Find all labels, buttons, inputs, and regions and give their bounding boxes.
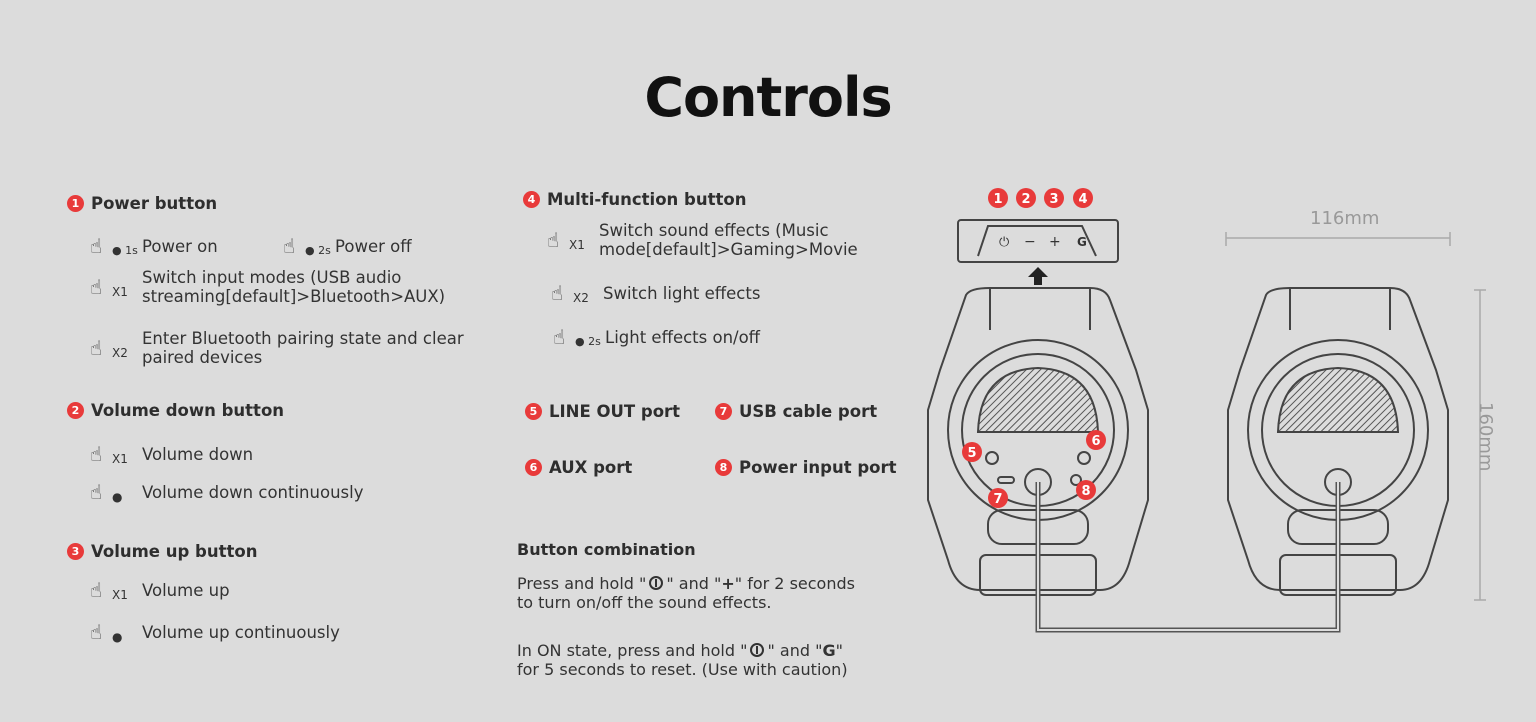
press-count: X1 [112,284,128,299]
list-item: ☝ X2 Switch light effects [551,279,760,308]
press-count: X2 [112,345,128,360]
power-button-heading: 1 Power button [67,194,217,213]
item-text: Volume up continuously [142,623,340,642]
list-item: ☝ ● 2s Power off [283,233,412,260]
svg-text:6: 6 [1091,434,1100,449]
svg-text:5: 5 [967,446,976,461]
width-label: 116mm [1310,208,1379,229]
callout-badge: 3 [67,543,84,560]
item-text: Light effects on/off [605,328,761,347]
list-item: ☝ X1 Volume up [90,576,230,605]
item-text: Volume down continuously [142,483,364,502]
minus-label: − [1024,234,1036,250]
svg-text:3: 3 [1049,192,1058,207]
heading-text: Power button [91,194,218,213]
press-count: X2 [573,291,589,305]
svg-text:1: 1 [993,192,1002,207]
timer-icon: ● 2s [305,244,331,257]
press-hand-icon: ☝ [553,325,566,349]
svg-text:7: 7 [993,492,1002,507]
item-text: Volume down [142,445,254,464]
item-text: Switch light effects [603,284,761,303]
press-hand-icon: ☝ [90,620,103,644]
press-count: X1 [112,588,128,602]
timer-icon: ● [112,490,123,504]
list-item: ☝ ● 1s Power on [90,233,218,260]
press-hand-icon: ☝ [90,578,103,602]
item-text: Power off [335,237,412,256]
press-hand-icon: ☝ [90,274,103,299]
callout-badge: 2 [67,402,84,419]
callouts: 1 2 3 4 5 6 7 8 [962,188,1106,508]
callout-badge: 1 [67,195,84,212]
press-count: X1 [112,452,128,466]
list-item: ☝ ● Volume up continuously [90,618,340,647]
press-hand-icon: ☝ [551,281,564,305]
press-count: X1 [569,237,585,252]
speaker-diagram: ⏻ − + G 116mm 160mm 1 2 3 4 5 6 7 8 [927,188,1496,633]
page-title: Controls [644,66,892,129]
button-combination-heading: Button combination [517,540,696,559]
press-hand-icon: ☝ [90,442,103,466]
list-item: ☝ X2 Enter Bluetooth pairing state and cle… [90,329,464,367]
power-icon [649,576,664,590]
press-hand-icon: ☝ [90,335,103,360]
plus-icon: + [721,574,735,593]
top-button-panel [957,219,1119,263]
item-text: Power on [142,237,218,256]
svg-text:4: 4 [1078,192,1087,207]
press-hand-icon: ☝ [90,234,103,258]
plus-label: + [1049,234,1061,250]
combination-instruction-2: In ON state, press and hold "" and "G"fo… [517,641,848,679]
press-hand-icon: ☝ [90,480,103,504]
list-item: ☝ ● 2s Light effects on/off [553,324,760,351]
g-label: G [1077,235,1087,249]
g-icon: G [822,641,836,660]
timer-icon: ● [112,630,123,644]
timer-icon: ● 2s [575,335,601,348]
power-icon [750,643,765,657]
callout-badge: 4 [523,191,540,208]
list-item: ☝ X1 Volume down [90,440,253,469]
svg-text:8: 8 [1081,484,1090,499]
arrow-up-icon [1028,267,1048,285]
timer-icon: ● 1s [112,244,138,257]
press-hand-icon: ☝ [283,234,296,258]
svg-text:2: 2 [1021,192,1030,207]
press-hand-icon: ☝ [547,227,560,252]
list-item: ☝ ● Volume down continuously [90,478,363,507]
power-symbol: ⏻ [999,235,1009,250]
height-dimension [1474,289,1486,601]
height-label: 160mm [1475,402,1496,471]
width-dimension [1225,232,1451,246]
item-text: Volume up [142,581,230,600]
